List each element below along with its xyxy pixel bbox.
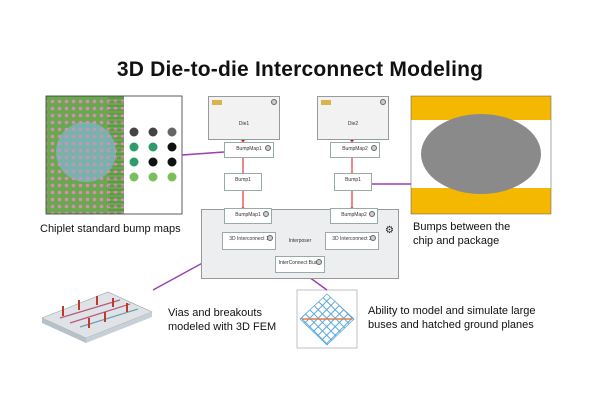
caption-vias-line2: modeled with 3D FEM: [168, 321, 277, 333]
bumpmap-top-left-label: BumpMap1: [236, 146, 262, 152]
bumpmap-lower-right-label: BumpMap2: [341, 212, 367, 218]
die1-block[interactable]: Die1: [208, 96, 280, 140]
bumpmap-knob-icon: [263, 211, 269, 217]
interconnect-left-label: 3D Interconnect 1: [229, 236, 269, 242]
bumpmap-top-right-label: BumpMap2: [342, 146, 368, 152]
bumpmap-knob-icon: [371, 145, 377, 151]
bump-right[interactable]: Bump1: [334, 173, 372, 191]
mesh-bus-image: [296, 289, 358, 349]
caption-package-line2: chip and package: [413, 235, 500, 247]
caption-bus-line1: Ability to model and simulate large: [368, 305, 536, 317]
package-bump-image: [410, 95, 552, 215]
bump-left-label: Bump1: [235, 177, 251, 183]
interconnect-knob-icon: [267, 235, 273, 241]
bus-knob-icon: [316, 259, 322, 265]
die-thumbnail-icon: [212, 100, 222, 105]
interconnect-bus[interactable]: InterConnect Bus 1: [275, 256, 325, 273]
bumpmap-lower-left-label: BumpMap1: [235, 212, 261, 218]
interconnect-knob-icon: [370, 235, 376, 241]
bumpmap-lower-left[interactable]: BumpMap1: [224, 208, 272, 224]
bumpmap-top-right[interactable]: BumpMap2: [330, 142, 380, 158]
interposer-label: Interposer: [288, 238, 312, 244]
interconnect-bus-label: InterConnect Bus 1: [278, 260, 322, 266]
bump-right-label: Bump1: [345, 177, 361, 183]
die2-label: Die2: [347, 121, 359, 127]
bump-map-image: [45, 95, 183, 215]
bumpmap-knob-icon: [265, 145, 271, 151]
bump-left[interactable]: Bump1: [224, 173, 262, 191]
bumpmap-knob-icon: [369, 211, 375, 217]
caption-bus: Ability to model and simulate large buse…: [368, 304, 568, 332]
interconnect-left[interactable]: 3D Interconnect 1: [222, 232, 276, 250]
page-title: 3D Die-to-die Interconnect Modeling: [116, 58, 484, 81]
die-thumbnail-icon: [321, 100, 331, 105]
interconnect-right[interactable]: 3D Interconnect 2: [325, 232, 379, 250]
caption-vias: Vias and breakouts modeled with 3D FEM: [168, 306, 308, 334]
bumpmap-lower-right[interactable]: BumpMap2: [330, 208, 378, 224]
caption-package-line1: Bumps between the: [413, 221, 511, 233]
interconnect-right-label: 3D Interconnect 2: [332, 236, 372, 242]
die1-label: Die1: [238, 121, 250, 127]
die2-knob-icon: [380, 99, 386, 105]
gear-icon[interactable]: ⚙: [385, 225, 394, 236]
bumpmap-top-left[interactable]: BumpMap1: [224, 142, 274, 158]
caption-bump-maps: Chiplet standard bump maps: [40, 223, 181, 235]
via-model-image: [41, 291, 153, 343]
die2-block[interactable]: Die2: [317, 96, 389, 140]
caption-vias-line1: Vias and breakouts: [168, 307, 262, 319]
caption-package: Bumps between the chip and package: [413, 220, 553, 248]
caption-bus-line2: buses and hatched ground planes: [368, 319, 534, 331]
die1-knob-icon: [271, 99, 277, 105]
